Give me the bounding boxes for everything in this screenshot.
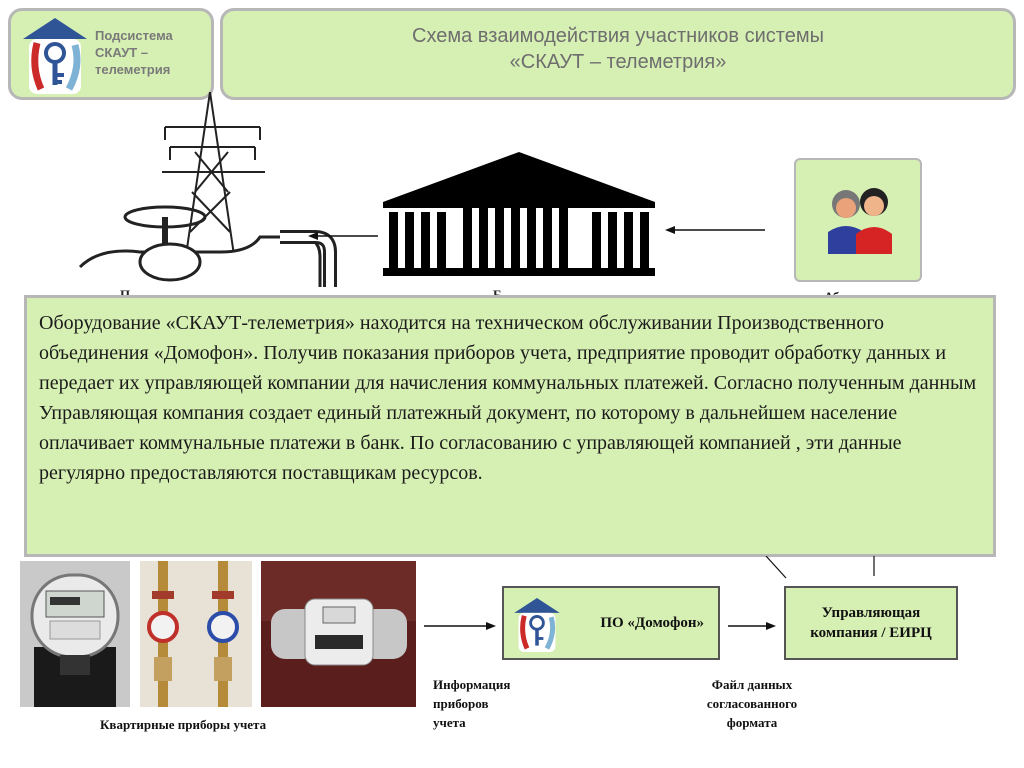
subscribers-panel: Абоненты (794, 158, 922, 299)
management-company-box: Управляющая компания / ЕИРЦ (784, 586, 958, 660)
caption-bank: Б (493, 287, 502, 297)
info-label: Информация приборов учета (433, 675, 510, 732)
info-label-line-3: учета (433, 715, 466, 730)
key-house-logo-icon (514, 598, 560, 652)
po-domofon-box: ПО «Домофон» (502, 586, 720, 660)
slide-title: Схема взаимодействия участников системы … (220, 8, 1016, 100)
people-icon (828, 188, 892, 254)
connector-lines (765, 556, 875, 579)
heat-meter-photo (261, 561, 416, 707)
caption-suppliers: П (120, 287, 131, 297)
arrow-right-icon (424, 622, 496, 630)
description-panel: Оборудование «СКАУТ-телеметрия» находитс… (24, 295, 996, 557)
management-company-line-2: компания / ЕИРЦ (810, 625, 932, 641)
caption-subscribers: Абоненты (824, 289, 883, 299)
utility-pylon-pipe-illustration (78, 92, 337, 287)
po-domofon-label: ПО «Домофон» (600, 615, 704, 631)
bank-building-illustration (383, 152, 655, 276)
key-house-logo-icon (23, 18, 87, 94)
slide-title-line-1: Схема взаимодействия участников системы (412, 25, 824, 47)
logo-text: Подсистема СКАУТ – телеметрия (95, 27, 207, 78)
file-label-line-1: Файл данных (711, 677, 793, 692)
logo-panel: Подсистема СКАУТ – телеметрия (8, 8, 214, 100)
arrow-left-icon (665, 226, 765, 234)
meters-caption: Квартирные приборы учета (100, 717, 267, 732)
logo-text-line-1: Подсистема (95, 28, 173, 43)
logo-text-line-3: телеметрия (95, 62, 171, 77)
electric-meter-photo (20, 561, 130, 707)
slide-title-line-2: «СКАУТ – телеметрия» (509, 51, 727, 73)
water-meters-photo (140, 561, 252, 707)
file-label: Файл данных согласованного формата (692, 675, 812, 732)
info-label-line-1: Информация (433, 677, 511, 692)
file-label-line-2: согласованного (706, 696, 798, 711)
arrow-left-icon (308, 232, 378, 240)
logo-text-line-2: СКАУТ – (95, 45, 149, 60)
info-label-line-2: приборов (433, 696, 489, 711)
management-company-line-1: Управляющая (821, 605, 921, 621)
file-label-line-3: формата (726, 715, 778, 730)
arrow-right-icon (728, 622, 776, 630)
description-text: Оборудование «СКАУТ-телеметрия» находитс… (39, 312, 977, 484)
